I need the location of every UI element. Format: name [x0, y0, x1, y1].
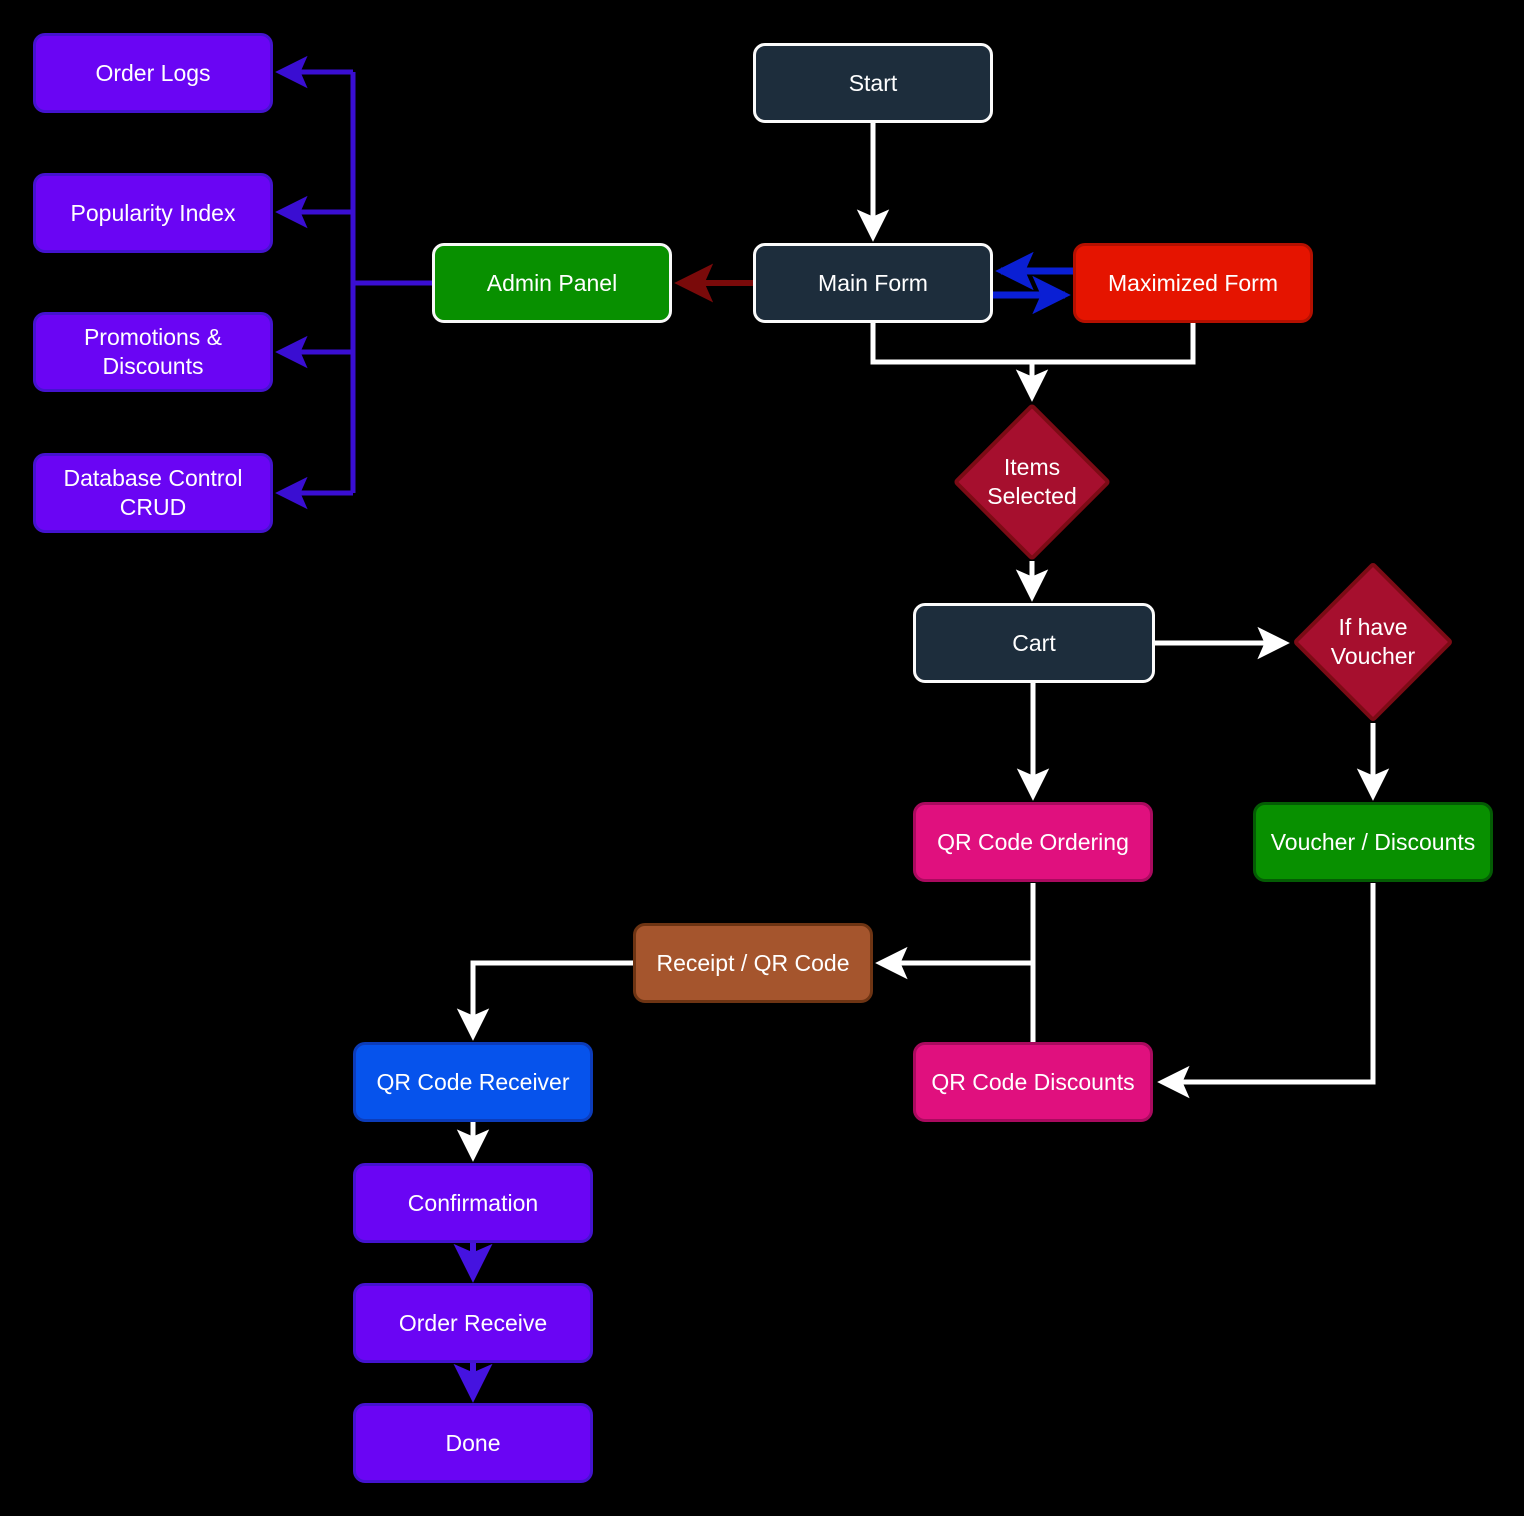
node-start: Start: [753, 43, 993, 123]
node-promotions-discounts: Promotions & Discounts: [33, 312, 273, 392]
node-start-label: Start: [848, 69, 898, 96]
node-confirmation-label: Confirmation: [407, 1189, 539, 1216]
node-receipt-qr-code: Receipt / QR Code: [633, 923, 873, 1003]
node-if-have-voucher: If have Voucher: [1292, 561, 1454, 723]
node-qr-code-receiver: QR Code Receiver: [353, 1042, 593, 1122]
node-maximized-form: Maximized Form: [1073, 243, 1313, 323]
node-promotions-discounts-label: Promotions & Discounts: [83, 324, 223, 379]
node-database-control-crud: Database Control CRUD: [33, 453, 273, 533]
node-admin-panel-label: Admin Panel: [486, 269, 618, 296]
node-items-selected-label: Items Selected: [987, 454, 1077, 509]
edge-forms-junction: [870, 323, 1196, 365]
node-receipt-qr-code-label: Receipt / QR Code: [656, 949, 850, 976]
node-maximized-form-label: Maximized Form: [1108, 269, 1278, 296]
node-qr-code-discounts: QR Code Discounts: [913, 1042, 1153, 1122]
node-voucher-discounts: Voucher / Discounts: [1253, 802, 1493, 882]
node-popularity-index-label: Popularity Index: [70, 199, 236, 226]
node-confirmation: Confirmation: [353, 1163, 593, 1243]
node-main-form: Main Form: [753, 243, 993, 323]
node-popularity-index: Popularity Index: [33, 173, 273, 253]
node-admin-panel: Admin Panel: [432, 243, 672, 323]
node-items-selected: Items Selected: [952, 402, 1112, 562]
edge-voucher-discounts-qr-discounts: [1157, 883, 1376, 1099]
node-main-form-label: Main Form: [818, 269, 928, 296]
node-order-receive-label: Order Receive: [398, 1309, 548, 1336]
node-order-logs-label: Order Logs: [95, 59, 211, 86]
node-order-receive: Order Receive: [353, 1283, 593, 1363]
node-done-label: Done: [445, 1429, 501, 1456]
node-qr-code-ordering: QR Code Ordering: [913, 802, 1153, 882]
edge-receipt-qr-receiver: [456, 960, 633, 1041]
node-if-have-voucher-label: If have Voucher: [1330, 614, 1416, 669]
node-qr-code-ordering-label: QR Code Ordering: [937, 828, 1129, 855]
node-order-logs: Order Logs: [33, 33, 273, 113]
node-qr-code-receiver-label: QR Code Receiver: [376, 1068, 570, 1095]
node-database-control-crud-label: Database Control CRUD: [63, 465, 243, 520]
node-cart: Cart: [913, 603, 1155, 683]
node-done: Done: [353, 1403, 593, 1483]
node-qr-code-discounts-label: QR Code Discounts: [931, 1068, 1135, 1095]
node-voucher-discounts-label: Voucher / Discounts: [1270, 828, 1476, 855]
node-cart-label: Cart: [1012, 629, 1056, 656]
